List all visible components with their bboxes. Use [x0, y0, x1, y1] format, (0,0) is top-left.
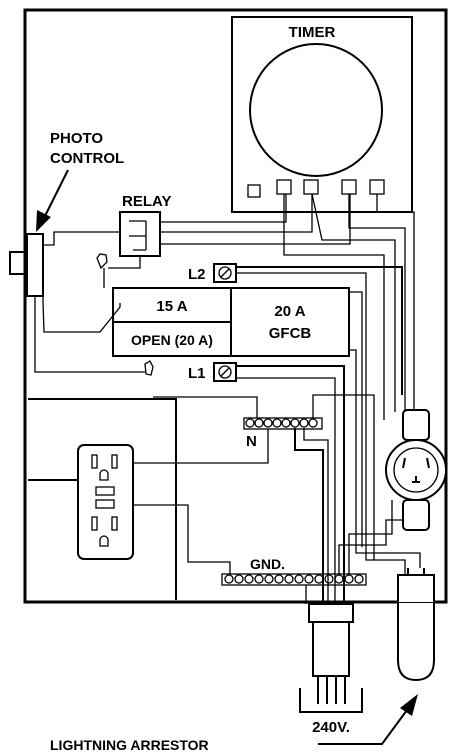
l1-screw-slot: [220, 367, 230, 377]
relay: RELAY: [119, 193, 171, 257]
relay-body: [119, 211, 161, 257]
ground-label: GND.: [250, 556, 285, 572]
l1-terminal-box: [213, 362, 237, 382]
wire-nut-upper: [96, 253, 108, 270]
l2-label: L2: [188, 266, 206, 283]
gfcb-label-line1: 20 A: [274, 303, 305, 320]
ground-bar: GND.: [221, 556, 367, 586]
relay-contacts: [129, 220, 147, 251]
lightning-arrestor-arrowhead: [400, 694, 418, 716]
wire-nut-lower: [144, 360, 154, 376]
gfcb-label-line2: GFCB: [269, 325, 312, 342]
l2-screw: [218, 266, 232, 280]
photo-control-label-line2: CONTROL: [50, 150, 124, 167]
photo-control-knob: [9, 251, 28, 275]
ground-bar-body: [221, 573, 367, 586]
gfcb-breaker: [230, 287, 350, 357]
neutral-label: N: [246, 433, 257, 450]
conduit: 240V.: [299, 603, 363, 736]
twist-lock-receptacle: [385, 409, 447, 531]
l2-screw-slot: [220, 268, 230, 278]
photo-control-arrowhead: [36, 210, 51, 232]
neutral-screws: [245, 418, 318, 428]
timer-body: [231, 16, 413, 213]
timer: TIMER: [231, 16, 413, 213]
photo-control-body: [26, 233, 44, 297]
terminal-l1: L1: [188, 362, 237, 382]
gfci-receptacle: [77, 444, 134, 560]
lightning-arrestor: LIGHTNING ARRESTOR: [50, 568, 435, 753]
breaker-open-20a: [112, 321, 232, 357]
voltage-bracket: [299, 688, 363, 713]
breaker-15a-label: 15 A: [156, 298, 187, 315]
wiring: [28, 193, 421, 604]
voltage-label: 240V.: [312, 719, 350, 736]
timer-label: TIMER: [289, 24, 336, 41]
timer-dial: [249, 43, 383, 177]
relay-label: RELAY: [122, 193, 171, 210]
lightning-arrestor-label: LIGHTNING ARRESTOR: [50, 737, 209, 753]
l1-screw: [218, 365, 232, 379]
neutral-bar: N: [243, 417, 323, 450]
photo-control-label-line1: PHOTO: [50, 130, 103, 147]
neutral-bar-body: [243, 417, 323, 430]
timer-square: [247, 184, 261, 198]
breakers: 15 A OPEN (20 A) 20 A GFCB: [112, 287, 350, 357]
twist-lock-face: [385, 439, 447, 501]
photo-control: PHOTO CONTROL: [9, 130, 124, 297]
photo-control-arrow: [43, 169, 69, 219]
breaker-open-label: OPEN (20 A): [131, 332, 213, 348]
timer-terminal-2: [303, 179, 319, 195]
receptacle-body: [77, 444, 134, 560]
l1-label: L1: [188, 365, 206, 382]
lightning-arrestor-leader: [318, 705, 411, 745]
